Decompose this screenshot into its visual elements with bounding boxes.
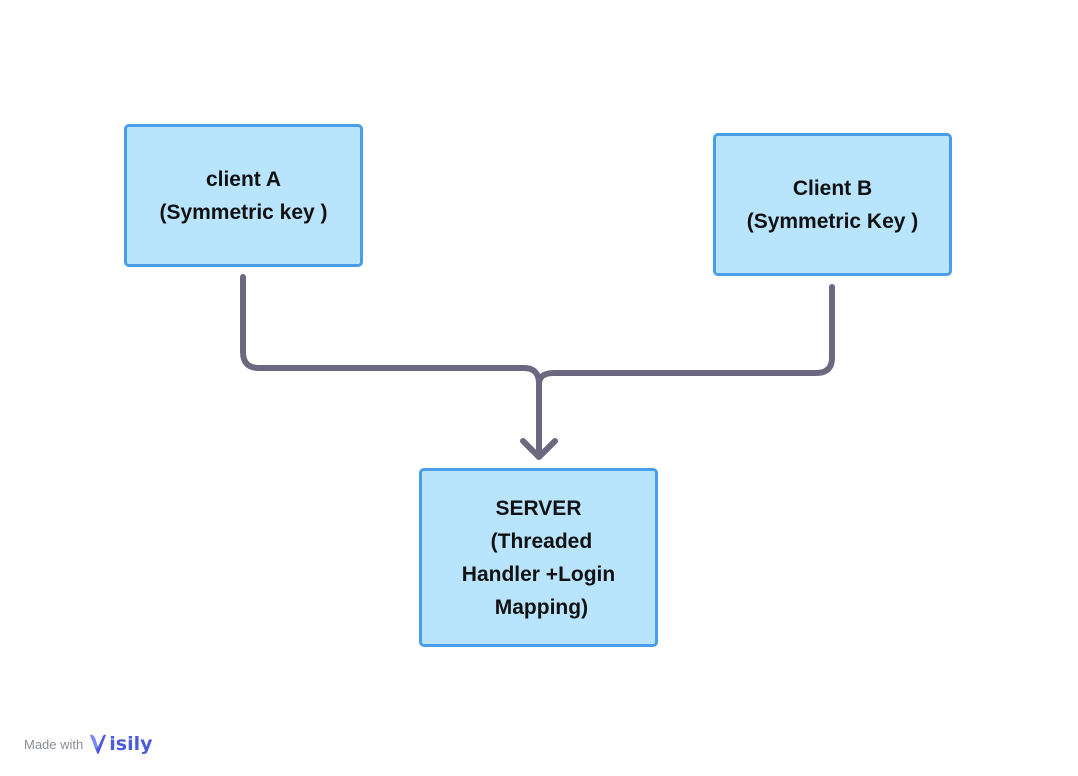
client-b-title: Client B (792, 176, 873, 200)
server-line-4: Mapping) (488, 595, 589, 619)
client-a-subtitle: (Symmetric key ) (159, 200, 328, 224)
client-b-node[interactable]: Client B (Symmetric Key ) (713, 133, 952, 276)
server-line-2: (Threaded (484, 529, 593, 553)
made-with-footer[interactable]: Made with isily (24, 730, 152, 758)
server-node[interactable]: SERVER (Threaded Handler +Login Mapping) (419, 468, 658, 647)
edge-client-b-to-server (536, 284, 835, 387)
visily-v-logo-icon (90, 734, 107, 754)
client-a-title: client A (205, 167, 282, 191)
arrowhead-icon (520, 438, 558, 460)
client-a-node[interactable]: client A (Symmetric key ) (124, 124, 363, 267)
server-line-3: Handler +Login (461, 562, 616, 586)
made-with-label: Made with (24, 736, 84, 752)
visily-brand[interactable]: isily (87, 732, 152, 756)
edge-client-a-to-server (240, 274, 542, 458)
visily-wordmark: isily (109, 733, 153, 755)
client-b-subtitle: (Symmetric Key ) (746, 209, 919, 233)
server-title: SERVER (495, 496, 582, 520)
